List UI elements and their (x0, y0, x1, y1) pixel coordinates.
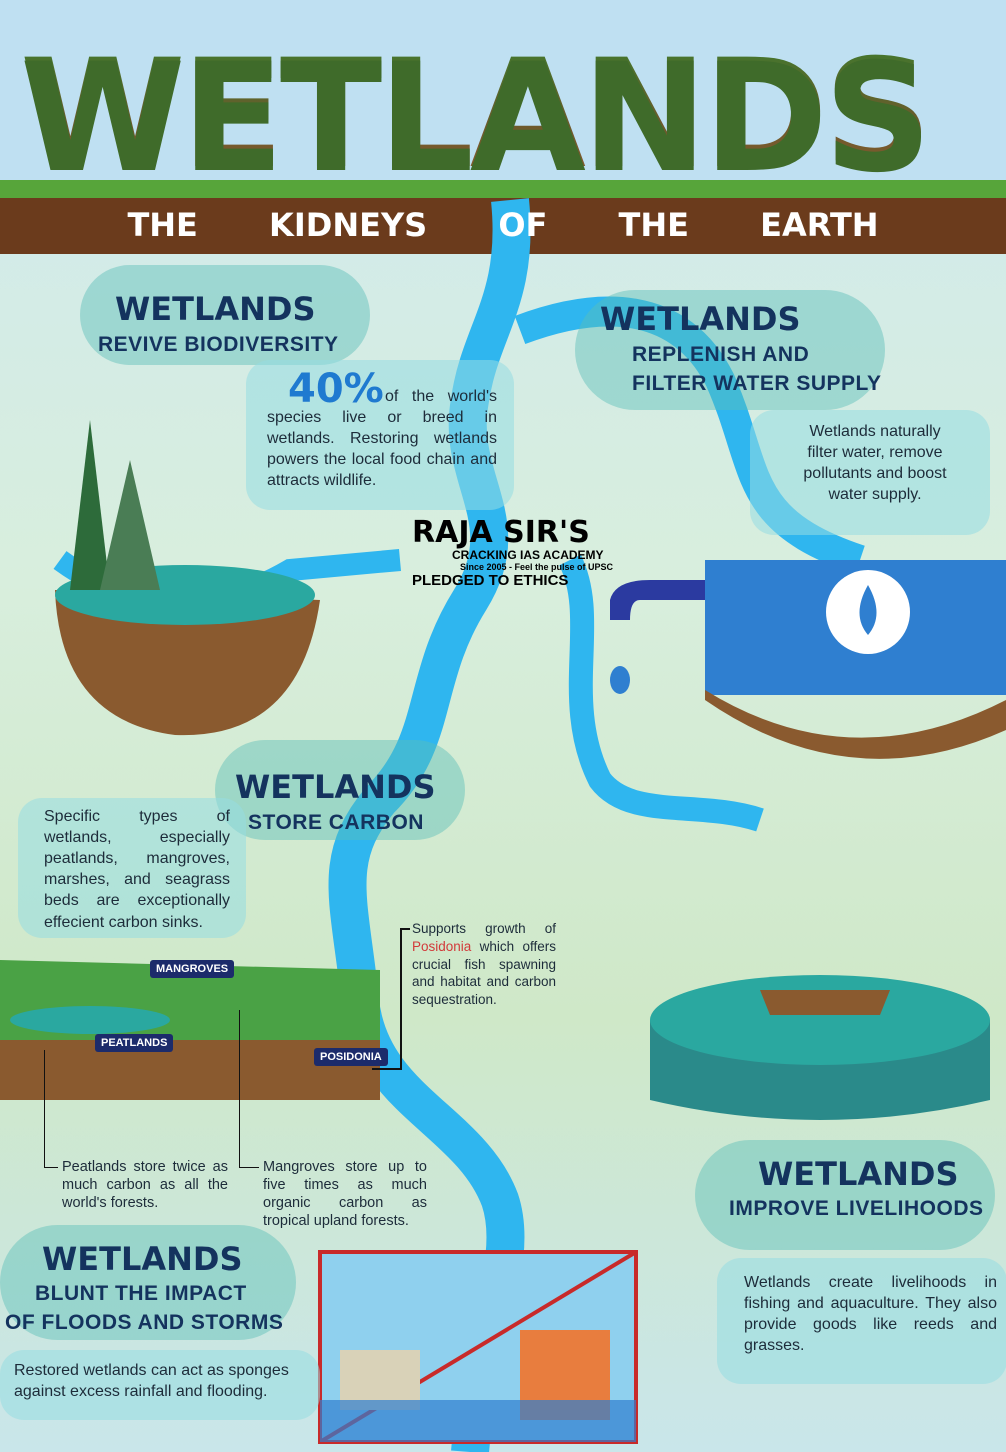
water-subheading-2: FILTER WATER SUPPLY (632, 372, 882, 395)
livelihoods-heading-bg (695, 1140, 995, 1250)
peatlands-note: Peatlands store twice as much carbon as … (62, 1159, 228, 1212)
floods-text-box (0, 1350, 320, 1420)
main-title: WETLANDS (20, 40, 990, 190)
livelihoods-heading: WETLANDS (758, 1155, 959, 1193)
biodiversity-stat: 40% (288, 366, 384, 412)
logo-tagline: PLEDGED TO ETHICS (412, 572, 569, 589)
biodiversity-heading-bg (80, 265, 370, 365)
water-heading: WETLANDS (600, 300, 801, 338)
biodiversity-text: of the world's species live or breed in … (267, 388, 497, 490)
floods-subheading-2: OF FLOODS AND STORMS (5, 1311, 284, 1334)
livelihoods-text-box (717, 1258, 1006, 1384)
posidonia-label: POSIDONIA (314, 1048, 388, 1066)
peatlands-leader (44, 1050, 58, 1168)
water-heading-bg (575, 290, 885, 410)
floods-text: Restored wetlands can act as sponges aga… (14, 1362, 289, 1401)
livelihoods-subheading: IMPROVE LIVELIHOODS (729, 1197, 984, 1220)
carbon-text: Specific types of wetlands, especially p… (44, 808, 230, 931)
biodiversity-text-box (246, 360, 514, 510)
carbon-subheading: STORE CARBON (248, 811, 424, 834)
biodiversity-subheading: REVIVE BIODIVERSITY (98, 333, 339, 356)
logo-line3: Since 2005 - Feel the pulse of UPSC (460, 562, 614, 572)
water-text: Wetlands naturally filter water, remove … (803, 423, 947, 504)
carbon-heading-bg (215, 740, 465, 840)
mangroves-leader (239, 1010, 259, 1168)
floods-heading: WETLANDS (42, 1240, 243, 1278)
grass-strip (0, 180, 1006, 202)
subtitle: THE KIDNEYS OF THE EARTH (127, 206, 879, 244)
mangroves-label: MANGROVES (150, 960, 235, 978)
mangroves-note: Mangroves store up to five times as much… (263, 1159, 427, 1230)
floods-heading-bg (0, 1225, 296, 1340)
water-text-box (750, 410, 990, 535)
academy-logo: RAJA SIR'S CRACKING IAS ACADEMY Since 20… (412, 515, 622, 590)
sky (0, 0, 1006, 200)
posidonia-leader-end (372, 1068, 402, 1070)
carbon-text-box (18, 798, 246, 938)
logo-line2: CRACKING IAS ACADEMY (452, 548, 604, 562)
biodiversity-heading: WETLANDS (115, 290, 316, 328)
livelihoods-text: Wetlands create livelihoods in fishing a… (744, 1274, 997, 1355)
peatlands-label: PEATLANDS (95, 1034, 174, 1052)
logo-name: RAJA SIR'S (412, 515, 590, 550)
water-subheading-1: REPLENISH AND (632, 343, 810, 366)
posidonia-note: Supports growth of Posidonia which offer… (412, 921, 556, 1008)
floods-subheading-1: BLUNT THE IMPACT (35, 1282, 247, 1305)
carbon-heading: WETLANDS (235, 768, 436, 806)
posidonia-leader (400, 928, 410, 1070)
